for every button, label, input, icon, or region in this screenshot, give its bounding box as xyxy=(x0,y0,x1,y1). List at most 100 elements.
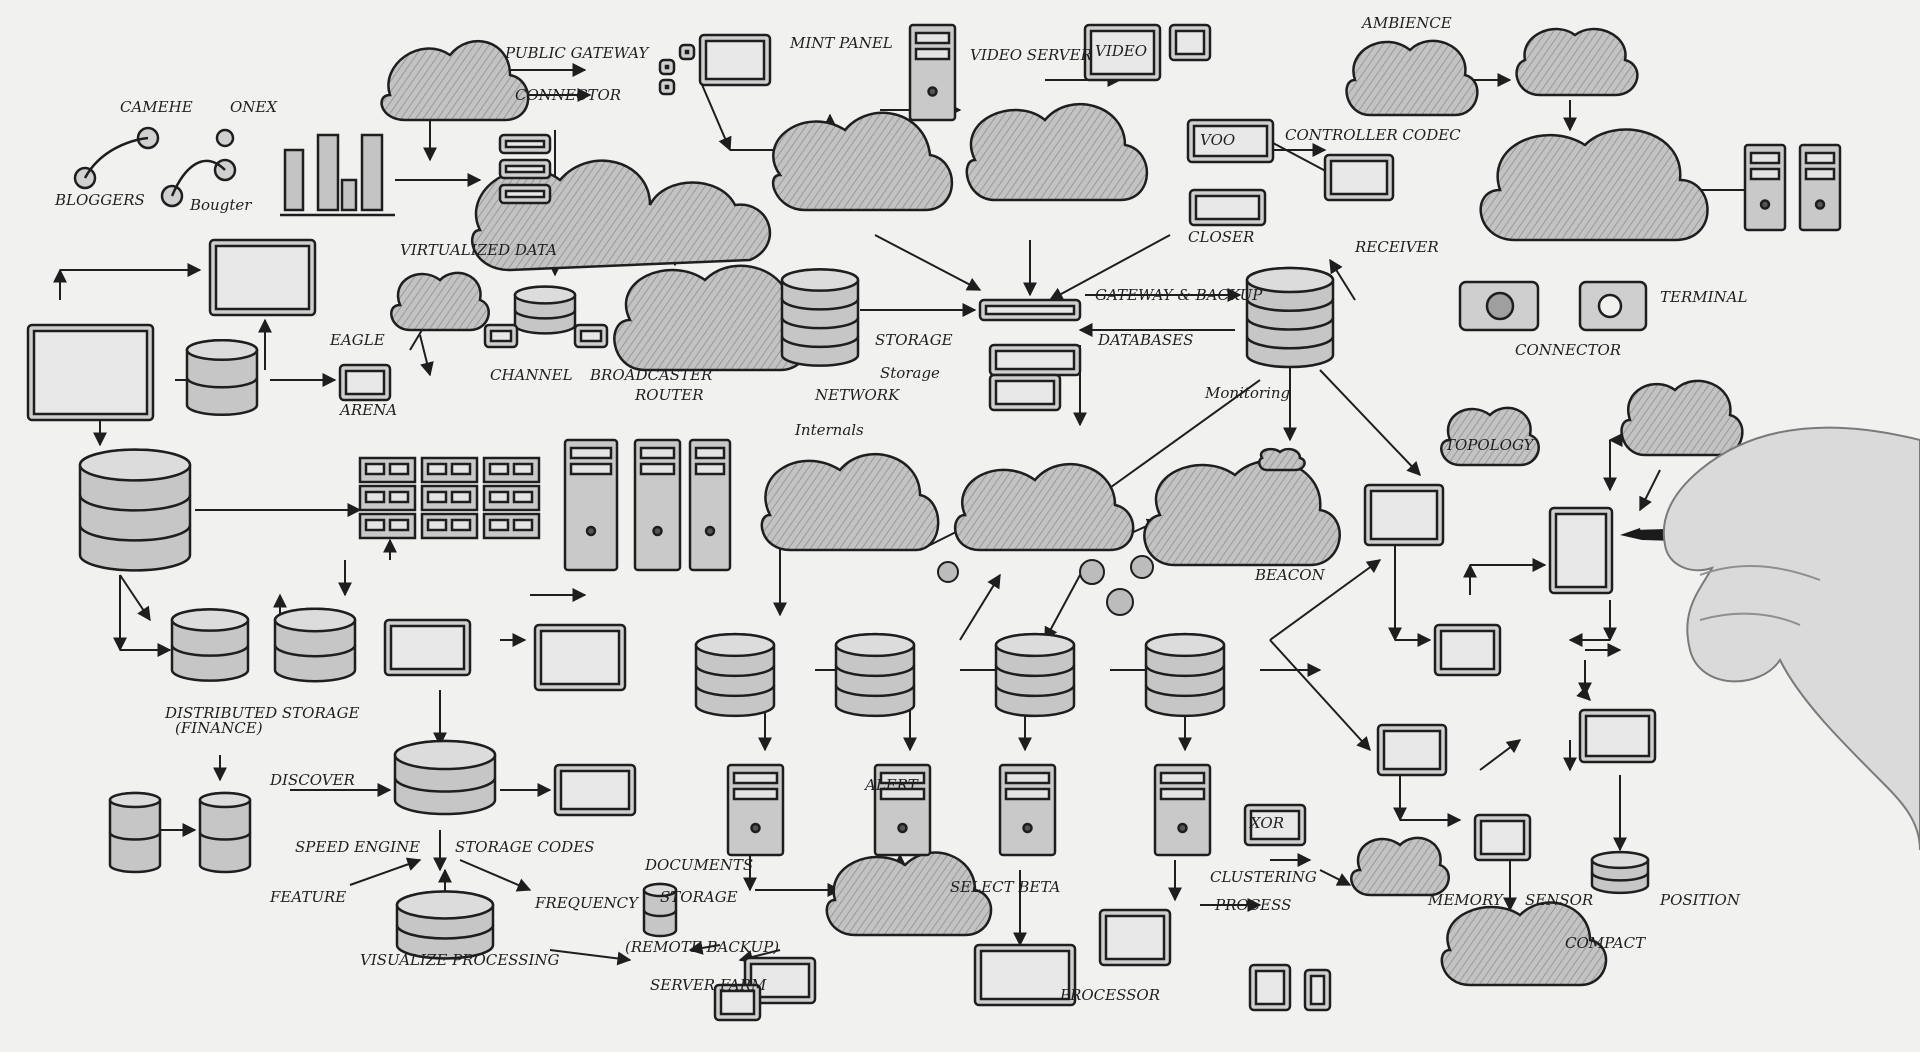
label-frequency: FREQUENCY xyxy=(534,894,640,912)
connector-arrow xyxy=(1048,234,1171,301)
label-switch-note: STORAGE xyxy=(875,331,953,349)
label-memory: MEMORY xyxy=(1427,891,1505,909)
label-connector-right: CONNECTOR xyxy=(1515,341,1621,359)
connector-arrow xyxy=(349,857,422,886)
database-icon xyxy=(273,607,357,683)
device-icon xyxy=(26,23,1657,1022)
label-server-farm: SERVER FARM xyxy=(650,976,767,994)
camera-node-icon xyxy=(73,126,237,208)
rack-server-icon xyxy=(482,484,541,512)
label-distributed: DISTRIBUTED STORAGE xyxy=(164,704,360,722)
label-feature: FEATURE xyxy=(269,888,346,906)
label-mint-panel: MINT PANEL xyxy=(789,34,893,52)
terminal-icon xyxy=(533,623,627,692)
label-processor: PROCESSOR xyxy=(1059,986,1160,1004)
connector-arrow xyxy=(1479,739,1522,771)
device-icon xyxy=(678,43,696,61)
label-eagle: EAGLE xyxy=(329,331,385,349)
browser-window-icon xyxy=(1363,483,1445,547)
connector-arrow xyxy=(1319,869,1352,886)
database-icon xyxy=(393,739,497,816)
device-icon xyxy=(658,78,676,96)
label-controller-note: CONTROLLER CODEC xyxy=(1285,126,1461,144)
device-icon xyxy=(483,323,519,349)
control-panel-icon xyxy=(208,238,317,317)
label-monitoring: Monitoring xyxy=(1204,384,1290,402)
server-tower-icon xyxy=(998,763,1057,857)
label-network-note: NETWORK xyxy=(814,386,900,404)
device-icon xyxy=(1248,963,1292,1012)
monitor-icon xyxy=(1578,708,1657,764)
label-position: POSITION xyxy=(1659,891,1741,909)
monitor-icon xyxy=(1376,723,1448,777)
database-icon xyxy=(170,608,250,682)
label-channel: CHANNEL xyxy=(490,366,573,384)
label-sensor: SENSOR xyxy=(1525,891,1593,909)
monitor-icon xyxy=(743,956,817,1005)
rack-server-icon xyxy=(358,456,417,484)
small-node-icon xyxy=(937,555,1154,616)
connector-arrow xyxy=(1576,686,1591,701)
label-storage-note: Storage xyxy=(880,364,940,382)
connector-arrow xyxy=(1319,369,1421,477)
server-tower-icon xyxy=(358,23,1842,857)
gear-icon xyxy=(1458,280,1648,332)
rack-server-icon xyxy=(482,456,541,484)
database-icon xyxy=(834,632,916,718)
switch-icon xyxy=(988,373,1062,412)
connector-arrow xyxy=(1098,379,1261,496)
screen-icon xyxy=(1186,118,1275,164)
label-terminal-right: TERMINAL xyxy=(1660,288,1747,306)
server-tower-icon xyxy=(633,438,682,572)
rack-server-icon xyxy=(420,484,479,512)
connector-arrow xyxy=(1329,258,1356,301)
connector-arrow xyxy=(874,234,982,291)
label-xor-box: XOR xyxy=(1249,814,1284,832)
label-fin: (FINANCE) xyxy=(175,719,263,737)
label-storage-pack: STORAGE xyxy=(660,888,738,906)
control-panel-icon xyxy=(26,323,155,422)
label-bloggers-left: BLOGGERS xyxy=(54,191,145,209)
label-top-flow-2: CONNECTOR xyxy=(515,86,621,104)
switch-icon xyxy=(498,183,552,205)
label-internals: Internals xyxy=(794,421,864,439)
label-closer: CLOSER xyxy=(1188,228,1254,246)
database-icon xyxy=(694,632,776,718)
server-tower-icon xyxy=(688,438,732,572)
switch-icon xyxy=(498,158,552,180)
label-mini-note: ALERT xyxy=(863,776,919,794)
monitor-icon xyxy=(698,33,772,87)
waveform-panel-icon xyxy=(553,763,637,817)
label-receiver: RECEIVER xyxy=(1354,238,1439,256)
rack-server-icon xyxy=(420,512,479,540)
server-tower-icon xyxy=(873,763,932,857)
folder-icon xyxy=(973,943,1077,1007)
grid-panel-icon xyxy=(1548,506,1614,595)
label-speed: SPEED ENGINE xyxy=(295,838,420,856)
label-camera: CAMEHE xyxy=(120,98,193,116)
label-compact: COMPACT xyxy=(1565,934,1646,952)
database-icon xyxy=(780,268,860,367)
database-icon xyxy=(78,266,1650,960)
server-tower-icon xyxy=(1153,763,1212,857)
database-icon xyxy=(78,448,192,572)
server-tower-icon xyxy=(1798,143,1842,232)
connector-arrow xyxy=(1639,469,1661,512)
server-tower-icon xyxy=(563,438,619,572)
hand-icon xyxy=(1662,426,1920,851)
rack-server-icon xyxy=(420,456,479,484)
database-icon xyxy=(513,285,577,335)
label-databases: DATABASES xyxy=(1097,331,1193,349)
device-icon xyxy=(1303,968,1332,1012)
label-ambience: AMBIENCE xyxy=(1360,14,1452,32)
laptop-icon xyxy=(1323,153,1395,202)
label-topology: TOPOLOGY xyxy=(1445,436,1536,454)
monitor-icon xyxy=(1083,23,1162,82)
label-discover: DISCOVER xyxy=(269,771,355,789)
device-icon xyxy=(1473,813,1532,862)
database-icon xyxy=(198,791,252,874)
server-tower-icon xyxy=(908,23,957,122)
label-select-beta: SELECT BETA xyxy=(950,878,1061,896)
